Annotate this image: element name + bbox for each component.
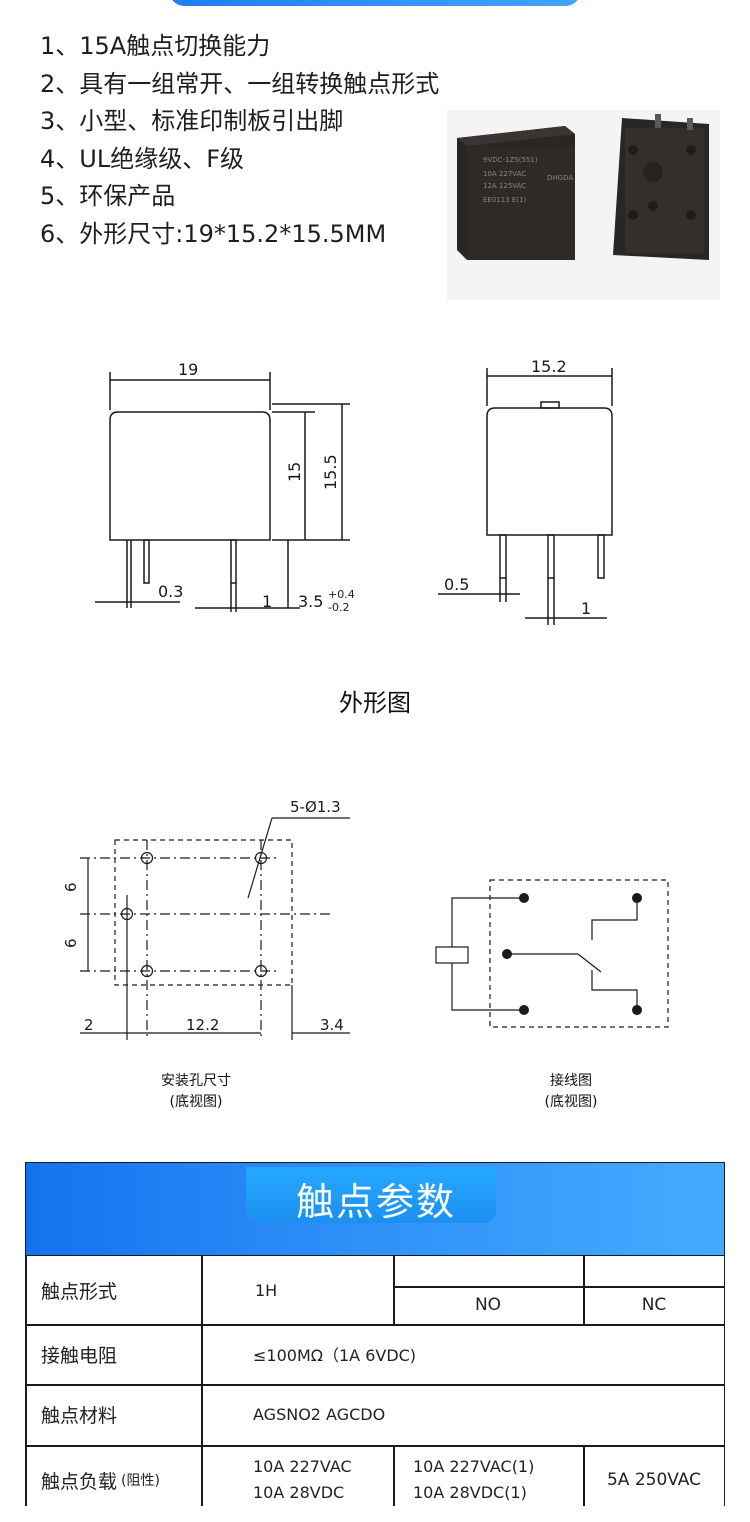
outline-drawing: 19 15 15.5 0.3 1 3.5 +0.4 -0.2 15.2 0.5 … — [95, 357, 613, 625]
table-header: 触点参数 — [25, 1162, 725, 1256]
contact-parameter-table: 触点参数 触点形式 1H NO NC 接触电阻 ≤100MΩ（1A 6VDC) … — [25, 1162, 725, 1522]
feature-list: 1、15A触点切换能力 2、具有一组常开、一组转换触点形式 3、小型、标准印制板… — [40, 28, 439, 253]
table-border — [723, 1256, 725, 1506]
table-divider — [583, 1256, 585, 1324]
feature-item: 3、小型、标准印制板引出脚 — [40, 107, 344, 135]
dim-pin-len: 3.5 — [298, 592, 323, 611]
table-divider — [25, 1445, 725, 1447]
dim-pin-gap: 1 — [262, 592, 272, 611]
hole-dim-v2: 6 — [62, 938, 80, 948]
wiring-caption: 接线图 (底视图) — [491, 1071, 651, 1113]
hole-label: 5-Ø1.3 — [290, 798, 341, 816]
load-value: 10A 28VDC(1) — [413, 1483, 527, 1502]
feature-item: 5、环保产品 — [40, 182, 176, 210]
dim-tol-up: +0.4 — [328, 588, 355, 601]
dim-body-height: 15 — [285, 462, 304, 482]
table-border — [25, 1256, 27, 1506]
dim-pin: 0.3 — [158, 582, 183, 601]
hole-dim-h1: 2 — [84, 1016, 94, 1034]
cell-value: NC — [641, 1295, 667, 1315]
table-divider — [201, 1256, 203, 1506]
hole-caption-line1: 安装孔尺寸 — [161, 1073, 231, 1089]
hole-dim-v1: 6 — [62, 882, 80, 892]
row-label: 触点形式 — [41, 1280, 118, 1303]
outline-caption: 外形图 — [339, 689, 411, 717]
table-divider — [25, 1384, 725, 1386]
feature-item: 4、UL绝缘级、F级 — [40, 144, 245, 173]
cell-value: ≤100MΩ（1A 6VDC) — [253, 1346, 417, 1365]
row-label-text: 触点负载 — [41, 1470, 118, 1493]
relay-photo: 9VDC-1ZS(551) 10A 227VAC 12A 125VAC DHGD… — [447, 110, 720, 300]
row-label-note: (阻性) — [121, 1473, 160, 1489]
feature-item: 1、15A触点切换能力 — [40, 32, 271, 60]
relay-marking: 10A 227VAC — [483, 170, 526, 178]
cell-value: AGSNO2 AGCDO — [253, 1405, 386, 1424]
table-divider — [393, 1445, 395, 1506]
feature-item: 6、外形尺寸:19*15.2*15.5MM — [40, 219, 387, 248]
hole-dim-h3: 3.4 — [320, 1016, 344, 1034]
cell-value: NO — [474, 1295, 502, 1315]
title-pill — [246, 1167, 496, 1223]
dim-tol-down: -0.2 — [328, 601, 349, 614]
table-divider — [393, 1286, 724, 1288]
row-label: 触点材料 — [41, 1405, 118, 1427]
relay-marking: DHGDA — [547, 174, 573, 182]
hole-and-wiring-drawing: 5-Ø1.3 6 6 2 12.2 3.4 — [62, 798, 669, 1040]
table-divider — [583, 1445, 585, 1506]
cell-value: 5A 250VAC — [606, 1470, 702, 1490]
cell-value: 1H — [255, 1280, 278, 1300]
cell-value: 10A 227VAC 10A 28VDC — [201, 1445, 393, 1515]
hole-caption: 安装孔尺寸 (底视图) — [116, 1071, 276, 1113]
load-value: 10A 227VAC — [253, 1457, 352, 1476]
load-value: 10A 28VDC — [253, 1483, 345, 1502]
row-label: 触点负载 (阻性) — [25, 1445, 201, 1515]
dim-side-pin: 0.5 — [444, 575, 469, 594]
dim-width: 19 — [178, 360, 198, 379]
relay-marking: 12A 125VAC — [483, 182, 526, 190]
table-divider — [393, 1256, 395, 1324]
dim-side-pin-gap: 1 — [581, 599, 591, 618]
hole-dim-h2: 12.2 — [186, 1016, 219, 1034]
cell-value: 10A 227VAC(1) 10A 28VDC(1) — [393, 1445, 583, 1515]
hole-caption-line2: (底视图) — [169, 1094, 223, 1110]
wiring-caption-line1: 接线图 — [550, 1073, 592, 1089]
dim-total-height: 15.5 — [321, 454, 340, 490]
relay-marking: 9VDC-1ZS(551) — [483, 156, 538, 164]
dim-side-width: 15.2 — [531, 357, 567, 376]
table-title: 触点参数 — [295, 1180, 456, 1224]
row-label: 接触电阻 — [41, 1344, 118, 1367]
load-value: 10A 227VAC(1) — [413, 1457, 535, 1476]
wiring-caption-line2: (底视图) — [544, 1094, 598, 1110]
feature-item: 2、具有一组常开、一组转换触点形式 — [40, 69, 440, 98]
top-banner — [170, 0, 580, 6]
table-divider — [25, 1324, 725, 1326]
relay-marking: EE0113 E(1) — [483, 196, 526, 204]
